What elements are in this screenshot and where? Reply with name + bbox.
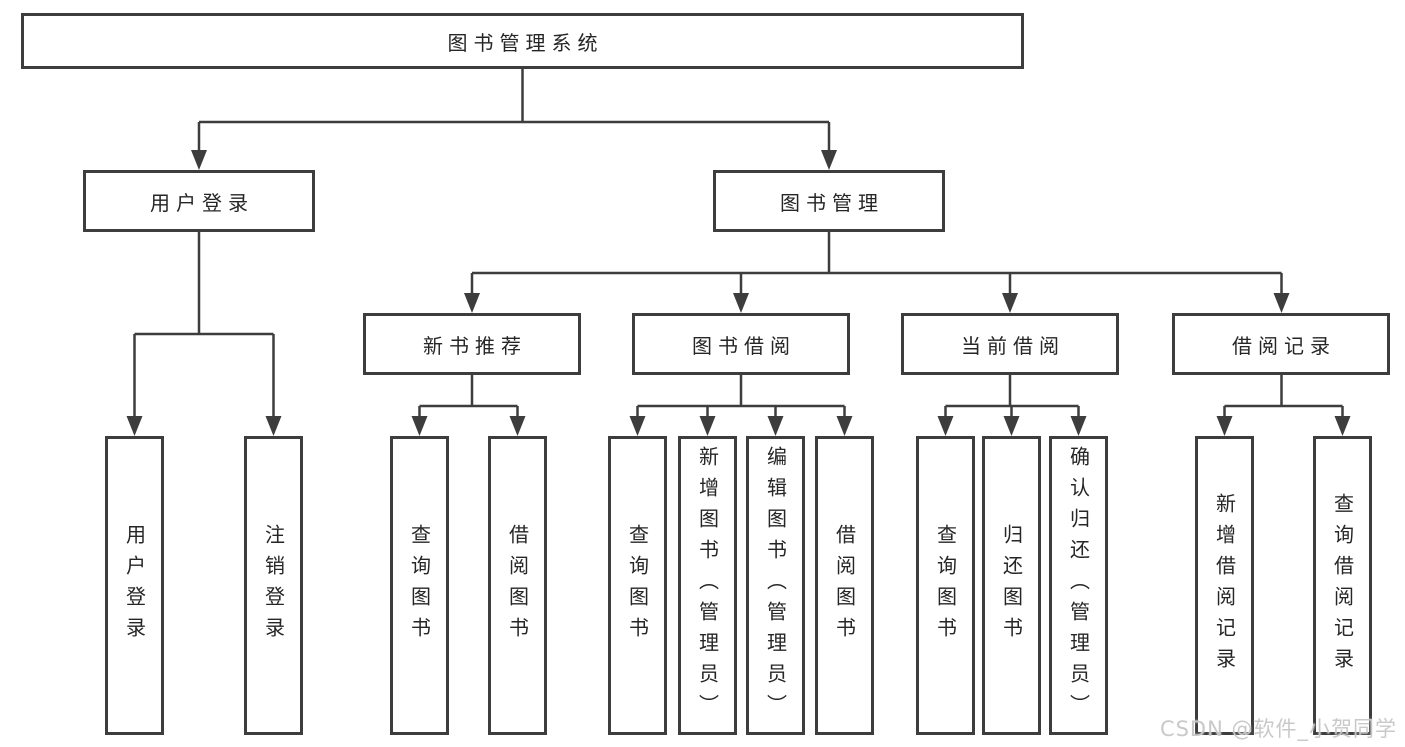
connector-book-mgmt-to-level3 bbox=[464, 232, 1290, 313]
leaf-borrow-books-1-label: 借阅图书 bbox=[505, 523, 530, 648]
node-borrow-records: 借阅记录 bbox=[1172, 313, 1390, 375]
node-new-book-recommend-label: 新书推荐 bbox=[423, 333, 527, 358]
leaf-add-books-admin: 新增图书（管理员） bbox=[678, 436, 737, 735]
node-book-borrow: 图书借阅 bbox=[632, 313, 850, 375]
node-current-borrow: 当前借阅 bbox=[901, 313, 1119, 375]
node-user-login: 用户登录 bbox=[83, 170, 315, 232]
leaf-logout-label: 注销登录 bbox=[261, 523, 286, 648]
connector-new-book-rec-to-leaves bbox=[411, 375, 526, 436]
node-current-borrow-label: 当前借阅 bbox=[961, 333, 1065, 358]
leaf-return-books-label: 归还图书 bbox=[999, 523, 1024, 648]
node-new-book-recommend: 新书推荐 bbox=[363, 313, 581, 375]
leaf-borrow-books-2-label: 借阅图书 bbox=[832, 523, 857, 648]
leaf-confirm-return-admin: 确认归还（管理员） bbox=[1049, 436, 1108, 735]
node-root: 图书管理系统 bbox=[21, 13, 1024, 69]
leaf-query-books-1: 查询图书 bbox=[390, 436, 449, 735]
leaf-add-borrow-record: 新增借阅记录 bbox=[1195, 436, 1254, 735]
node-book-management-label: 图书管理 bbox=[780, 190, 884, 215]
node-book-borrow-label: 图书借阅 bbox=[692, 333, 796, 358]
leaf-borrow-books-1: 借阅图书 bbox=[488, 436, 547, 735]
leaf-logout: 注销登录 bbox=[244, 436, 303, 735]
leaf-return-books: 归还图书 bbox=[982, 436, 1041, 735]
leaf-query-books-2-label: 查询图书 bbox=[625, 523, 650, 648]
leaf-edit-books-admin-label: 编辑图书（管理员） bbox=[763, 446, 788, 725]
connector-book-borrow-to-leaves bbox=[629, 375, 853, 436]
leaf-query-borrow-record-label: 查询借阅记录 bbox=[1330, 492, 1355, 679]
connector-user-login-to-leaves bbox=[126, 232, 282, 436]
leaf-user-login-label: 用户登录 bbox=[122, 523, 147, 648]
leaf-query-borrow-record: 查询借阅记录 bbox=[1313, 436, 1372, 735]
leaf-query-books-1-label: 查询图书 bbox=[407, 523, 432, 648]
leaf-query-books-2: 查询图书 bbox=[608, 436, 667, 735]
leaf-user-login: 用户登录 bbox=[105, 436, 164, 735]
node-user-login-label: 用户登录 bbox=[150, 190, 254, 215]
node-book-management: 图书管理 bbox=[713, 170, 945, 232]
leaf-query-books-3-label: 查询图书 bbox=[933, 523, 958, 648]
leaf-edit-books-admin: 编辑图书（管理员） bbox=[746, 436, 805, 735]
leaf-borrow-books-2: 借阅图书 bbox=[815, 436, 874, 735]
leaf-query-books-3: 查询图书 bbox=[916, 436, 975, 735]
connector-root-to-level2 bbox=[191, 69, 837, 170]
leaf-confirm-return-admin-label: 确认归还（管理员） bbox=[1066, 446, 1091, 725]
leaf-add-books-admin-label: 新增图书（管理员） bbox=[695, 446, 720, 725]
connector-current-borrow-to-leaves bbox=[937, 375, 1087, 436]
node-root-label: 图书管理系统 bbox=[447, 30, 604, 55]
node-borrow-records-label: 借阅记录 bbox=[1232, 333, 1336, 358]
leaf-add-borrow-record-label: 新增借阅记录 bbox=[1212, 492, 1237, 679]
csdn-watermark: CSDN @软件_小贺同学 bbox=[1159, 717, 1397, 741]
connector-borrow-records-to-leaves bbox=[1216, 375, 1351, 436]
